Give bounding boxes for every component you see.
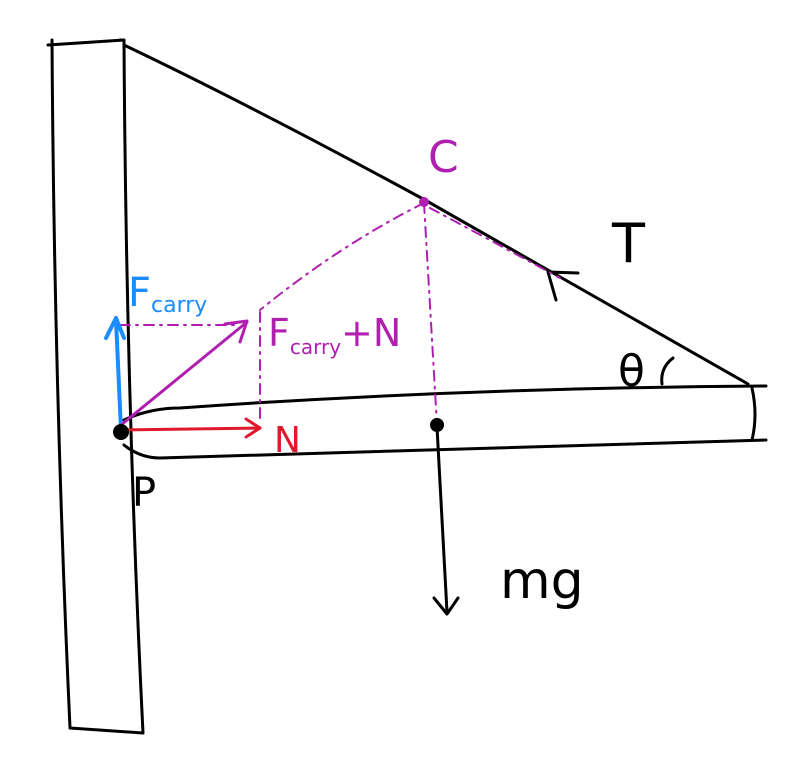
point-c-dot: [419, 197, 429, 207]
f-carry-arrow: [104, 316, 126, 432]
label-f-sum: Fcarry+N: [268, 311, 401, 359]
label-f-sum-tail: +N: [341, 311, 401, 355]
center-of-mass-dot: [430, 418, 444, 432]
normal-arrow: [119, 417, 262, 439]
label-weight: mg: [500, 551, 584, 611]
label-f-sum-sub: carry: [290, 335, 341, 359]
label-f-carry-sub: carry: [151, 293, 207, 318]
label-normal: N: [274, 420, 301, 461]
beam: [122, 384, 768, 460]
f-sum-arrow: [119, 319, 249, 427]
c-to-vector-tip-line: [259, 202, 425, 311]
c-to-com-line: [423, 202, 438, 426]
cable: [122, 43, 750, 386]
construction-lines: [119, 202, 561, 426]
label-f-sum-main: F: [268, 311, 290, 355]
wall: [46, 38, 145, 735]
cable-tension-line: [429, 207, 561, 279]
tension-arrowhead: [546, 270, 580, 302]
label-pivot: P: [132, 470, 156, 516]
label-f-carry: Fcarry: [128, 270, 207, 318]
label-theta: θ: [618, 346, 645, 397]
label-tension: T: [611, 212, 646, 275]
label-f-carry-main: F: [128, 270, 151, 316]
label-c: C: [428, 132, 459, 183]
weight-arrow: [432, 425, 460, 616]
angle-arc: [660, 356, 675, 386]
pivot-dot: [113, 424, 129, 440]
